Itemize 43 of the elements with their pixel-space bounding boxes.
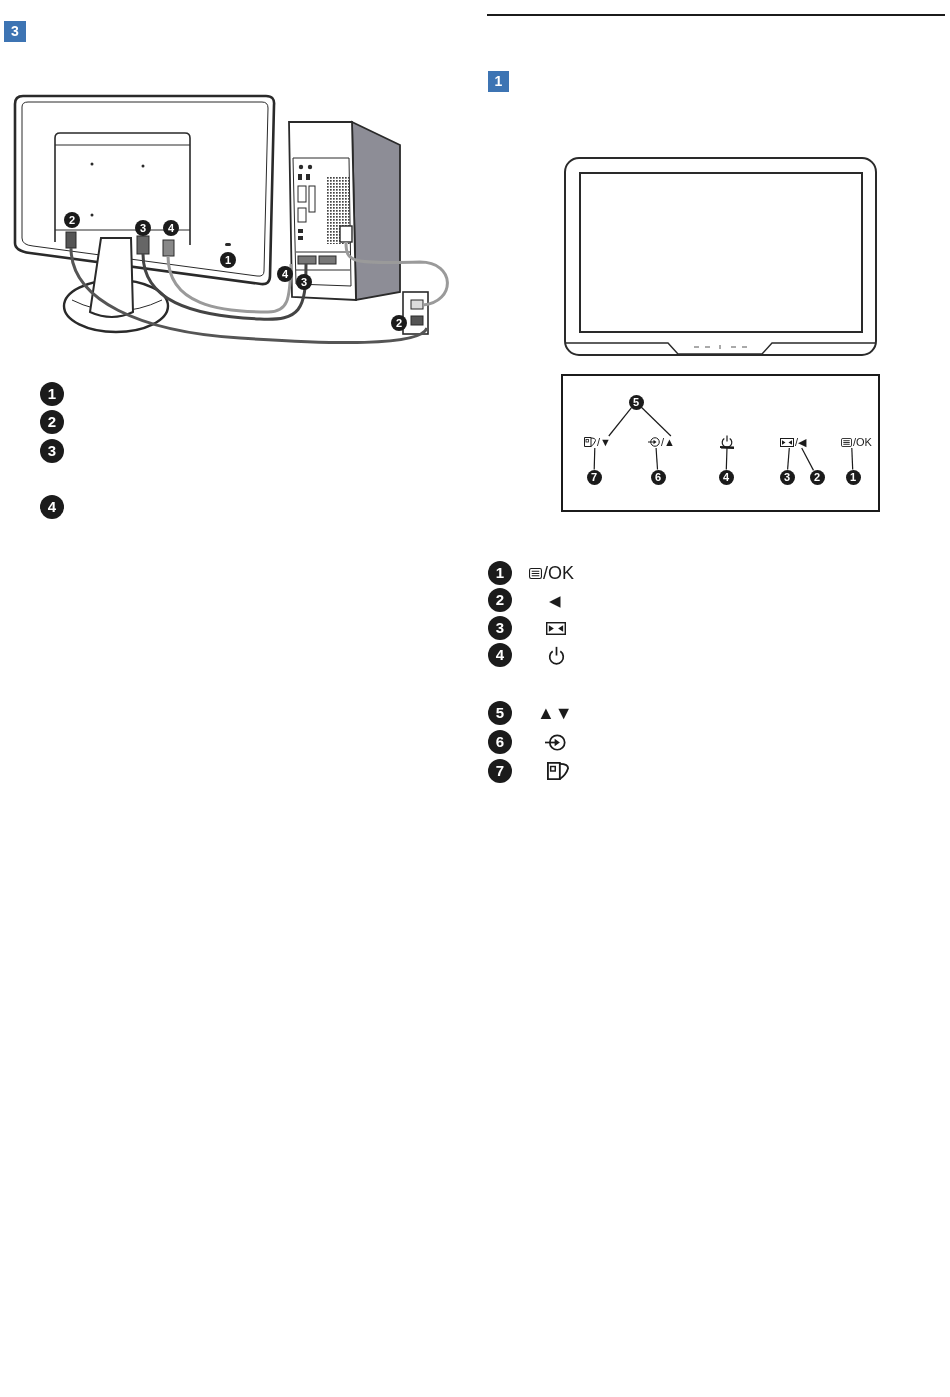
leader-line xyxy=(718,446,736,471)
button-label: ▲▼ xyxy=(537,704,573,722)
list-number: 7 xyxy=(488,759,512,783)
list-number: 6 xyxy=(488,730,512,754)
leader-line xyxy=(851,447,854,471)
list-number: 1 xyxy=(40,382,64,406)
callout-number: 3 xyxy=(779,469,795,485)
list-number: 3 xyxy=(40,439,64,463)
list-number: 5 xyxy=(488,701,512,725)
callout-number: 1 xyxy=(845,469,861,485)
list-number: 4 xyxy=(40,495,64,519)
button-label: /▲ xyxy=(661,436,675,448)
button-marking xyxy=(648,436,675,448)
callout-number: 6 xyxy=(650,469,666,485)
button-label: /◀ xyxy=(795,436,807,448)
leader-line xyxy=(655,447,659,471)
leader-line xyxy=(608,407,632,437)
callout-number: 7 xyxy=(586,469,602,485)
button-label: ◀ xyxy=(549,592,561,608)
callout-number: 2 xyxy=(809,469,825,485)
list-number: 1 xyxy=(488,561,512,585)
leader-line xyxy=(801,447,815,471)
button-marking xyxy=(584,436,611,448)
power-icon xyxy=(721,434,733,448)
step-number: 1 xyxy=(488,71,509,92)
button-label: /▼ xyxy=(597,436,611,448)
callout-number: 4 xyxy=(718,469,734,485)
step-number: 3 xyxy=(4,21,26,42)
button-marking xyxy=(780,436,807,448)
leader-line xyxy=(787,447,790,471)
callout-number: 2 xyxy=(391,315,407,331)
button-label: /OK xyxy=(543,564,574,582)
button-panel xyxy=(561,374,880,512)
list-number: 3 xyxy=(488,616,512,640)
leader-line xyxy=(640,406,672,437)
callout-number: 4 xyxy=(277,266,293,282)
button-label: /OK xyxy=(853,436,872,448)
list-number: 2 xyxy=(488,588,512,612)
callout-number: 5 xyxy=(628,394,644,410)
button-marking xyxy=(841,436,872,448)
list-number: 2 xyxy=(40,410,64,434)
list-number: 4 xyxy=(488,643,512,667)
leader-line xyxy=(593,447,596,471)
